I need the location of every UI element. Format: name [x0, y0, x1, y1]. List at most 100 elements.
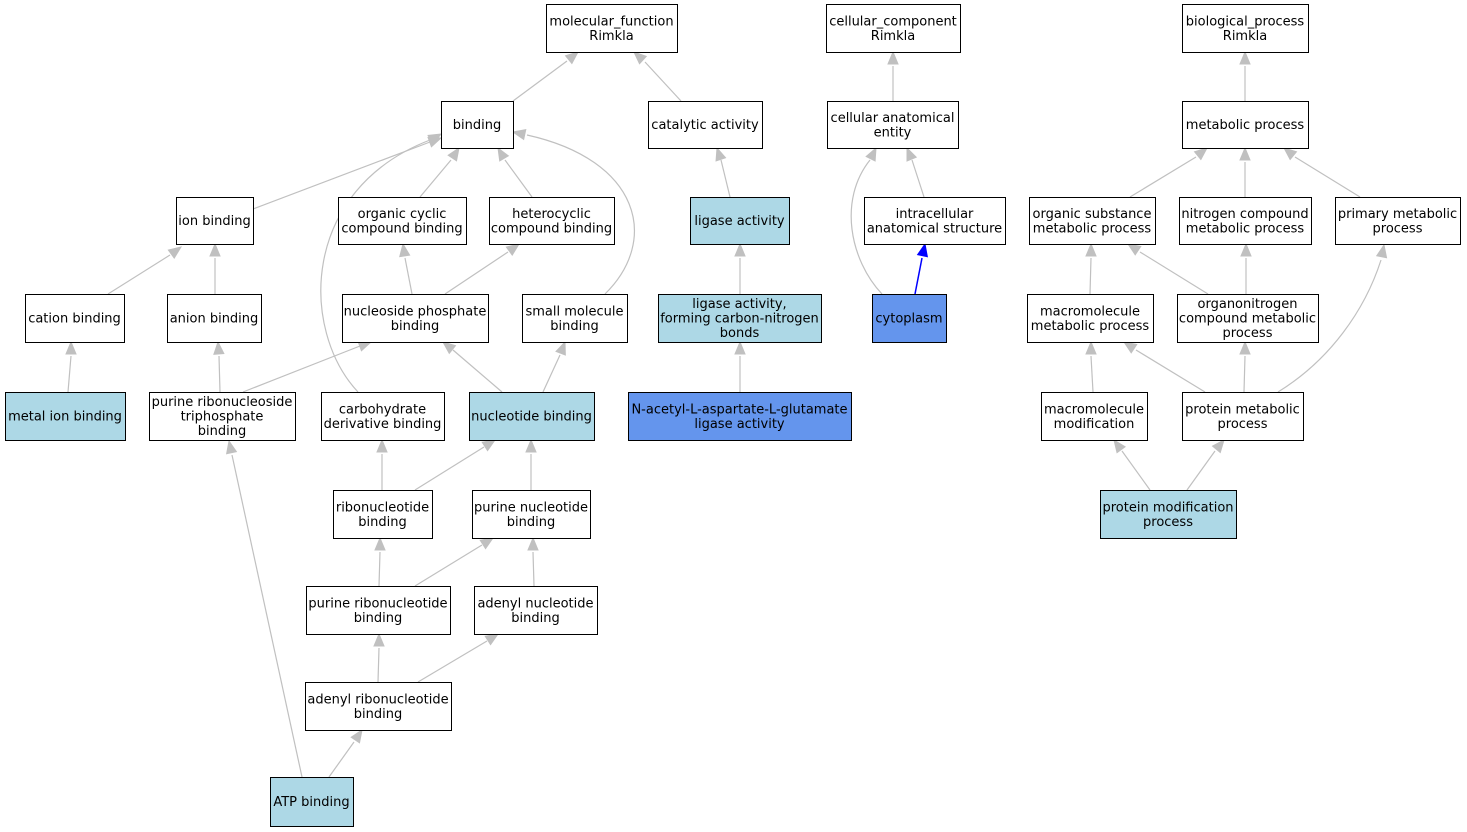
- node-label: derivative binding: [324, 417, 442, 432]
- node-box: [690, 197, 790, 245]
- node-label: ribonucleotide: [336, 500, 429, 515]
- edge-line: [720, 159, 731, 198]
- node-box: [648, 101, 763, 149]
- node-label: triphosphate: [181, 410, 264, 425]
- edge-nucleoside_phos-to-heterocyclic: [444, 243, 521, 295]
- edges-layer: [65, 50, 1388, 778]
- edge-arrowhead: [373, 632, 385, 647]
- node-nucleotide[interactable]: nucleotide binding: [469, 392, 595, 441]
- node-atp[interactable]: ATP binding: [270, 777, 354, 827]
- node-label: modification: [1054, 417, 1135, 432]
- node-label: purine ribonucleoside: [152, 395, 293, 410]
- node-label: ATP binding: [273, 795, 349, 810]
- node-binding[interactable]: binding: [441, 101, 514, 149]
- node-cytoplasm[interactable]: cytoplasm: [872, 294, 947, 343]
- edge-arrowhead: [564, 51, 580, 65]
- node-label: compound metabolic: [1179, 312, 1316, 327]
- node-label: macromolecule: [1044, 402, 1144, 417]
- node-label: organic cyclic: [358, 207, 447, 222]
- edge-line: [404, 257, 413, 295]
- edge-arrowhead: [479, 537, 495, 550]
- node-label: binding: [453, 118, 501, 133]
- node-label: binding: [354, 707, 402, 722]
- edge-arrowhead: [481, 439, 497, 452]
- edge-arrowhead: [1085, 340, 1097, 355]
- node-cation[interactable]: cation binding: [25, 294, 125, 343]
- node-label: entity: [874, 125, 912, 140]
- node-box: [1029, 197, 1156, 245]
- node-box: [469, 392, 595, 441]
- node-label: carbohydrate: [339, 402, 426, 417]
- edge-arrowhead: [209, 242, 221, 257]
- node-label: heterocyclic: [512, 207, 591, 222]
- edge-line: [218, 355, 221, 393]
- edge-arrowhead: [916, 242, 929, 258]
- edge-arrowhead: [865, 146, 877, 162]
- node-label: organonitrogen: [1198, 297, 1298, 312]
- edge-purine_rns_tp-to-anion: [213, 340, 225, 393]
- node-anion[interactable]: anion binding: [167, 294, 262, 343]
- edge-arrowhead: [374, 536, 386, 551]
- node-ion-binding[interactable]: ion binding: [176, 197, 254, 245]
- edge-line: [1129, 156, 1197, 198]
- edge-nitrogen-to-metabolic: [1239, 146, 1251, 197]
- edge-organonitrogen-to-nitrogen: [1240, 242, 1252, 294]
- edge-purine_nt-to-nucleotide: [525, 438, 537, 490]
- node-metal-ion[interactable]: metal ion binding: [5, 392, 126, 441]
- edge-arrowhead: [525, 438, 537, 453]
- edge-line: [911, 159, 925, 198]
- edge-line: [1121, 450, 1151, 491]
- edge-arrowhead: [715, 146, 727, 162]
- node-metabolic[interactable]: metabolic process: [1182, 101, 1309, 149]
- edge-line: [419, 159, 452, 198]
- node-label: binding: [391, 319, 439, 334]
- edge-intracellular-to-cell_anat: [906, 146, 925, 198]
- node-label: nucleotide binding: [471, 410, 592, 425]
- node-catalytic[interactable]: catalytic activity: [648, 101, 763, 149]
- node-label: ligase activity,: [692, 297, 786, 312]
- node-label: cellular_component: [829, 14, 957, 29]
- node-ligase[interactable]: ligase activity: [690, 197, 790, 245]
- node-label: metabolic process: [1186, 118, 1305, 133]
- node-box: [305, 682, 452, 731]
- edge-line: [328, 741, 355, 778]
- edge-cell_anat-to-cc_root: [887, 50, 899, 101]
- edge-anion-to-ion_binding: [209, 242, 221, 294]
- node-label: process: [1143, 515, 1193, 530]
- node-label: adenyl ribonucleotide: [307, 692, 448, 707]
- edge-line: [414, 446, 485, 491]
- node-label: process: [1218, 417, 1268, 432]
- edge-binding-to-mf_root: [512, 51, 580, 102]
- edge-cytoplasm-to-cell_anat: [850, 146, 883, 295]
- node-ligase-cn[interactable]: ligase activity,forming carbon-nitrogenb…: [658, 294, 822, 343]
- node-label: forming carbon-nitrogen: [660, 312, 819, 327]
- node-label: Rimkla: [589, 29, 633, 44]
- edge-arrowhead: [527, 536, 539, 551]
- node-label: small molecule: [526, 304, 624, 319]
